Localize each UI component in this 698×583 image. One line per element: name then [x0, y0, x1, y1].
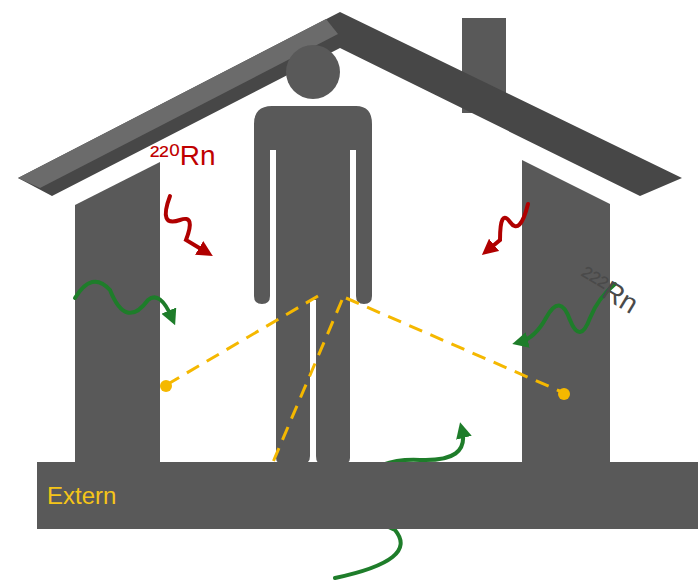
gamma-rays — [168, 296, 562, 488]
radon-arrows — [75, 282, 615, 578]
node-label: Extern — [47, 484, 698, 508]
person-figure — [254, 45, 372, 464]
left-wall — [75, 162, 160, 462]
isotope-label: ²²⁰Rn — [150, 142, 216, 170]
thoron-arrows — [166, 196, 528, 252]
floor-band: Extern — [37, 462, 698, 529]
